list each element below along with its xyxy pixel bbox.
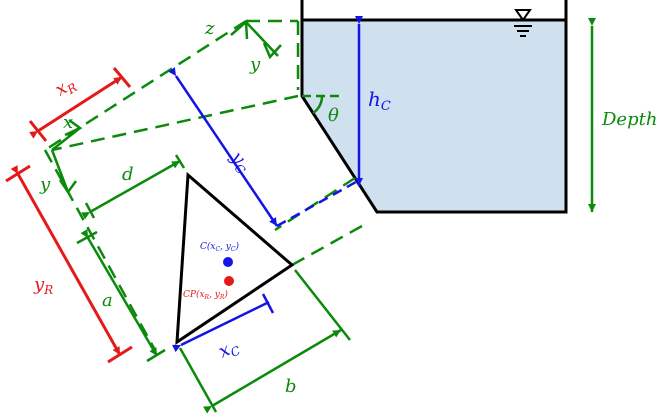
tank-wall [300,0,568,214]
center-of-pressure-point [224,276,234,286]
xc-tick [261,293,275,314]
d-label: d [122,164,134,185]
depth-label: Depth [601,109,657,130]
xc-arrow [172,300,270,353]
water-region [302,20,566,212]
yr-label: yR [33,274,53,297]
b-dimension [178,269,351,414]
a-dimension [76,229,166,363]
centroid-point [223,257,233,267]
y-axis-label: y [39,174,51,195]
xr-dimension [28,67,132,142]
top-axis-arrows [230,19,282,60]
theta-arc [312,95,324,115]
d-dimension [81,154,186,220]
yc-arrow [168,67,279,227]
xc-label: xC [215,335,242,364]
y-axis-top-label: y [249,54,261,75]
xr-label: xR [51,73,79,103]
theta-label: θ [328,105,339,126]
cp-label: CP(xR, yR) [183,289,228,301]
a-label: a [102,290,113,311]
free-surface-symbol [514,9,532,37]
z-axis-label: z [204,18,215,39]
b-label: b [285,376,297,397]
yc-label: yC [224,147,255,177]
hc-label: hC [368,87,391,114]
centroid-label: C(xC, yC) [200,241,239,253]
triangular-plate [175,171,295,345]
